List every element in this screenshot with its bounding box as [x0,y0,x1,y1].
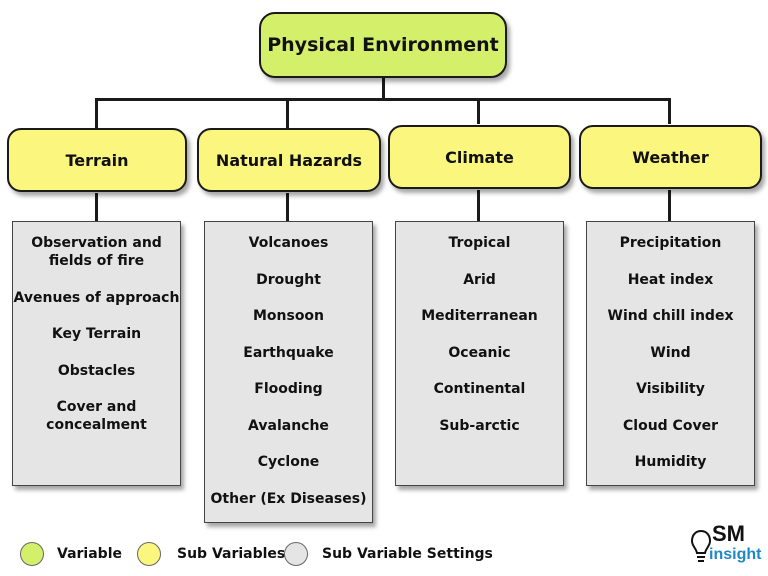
list-item: Humidity [634,454,707,470]
list-item: Volcanoes [248,235,329,251]
category-node-terrain: Terrain [7,128,187,192]
legend-label-sub-variable-settings: Sub Variable Settings [322,546,493,562]
connector-weather-up [668,98,671,124]
connector-climate-up [477,98,480,124]
root-node-label: Physical Environment [267,34,499,56]
category-label: Natural Hazards [215,150,363,170]
category-node-weather: Weather [579,125,762,189]
category-node-natural-hazards: Natural Hazards [197,128,381,192]
list-item: Avenues of approach [13,289,180,306]
logo-text-insight: insight [709,546,762,563]
list-item: Key Terrain [51,326,142,342]
list-item: Other (Ex Diseases) [210,490,367,507]
connector-hazards-down [286,193,289,221]
legend-label-variable: Variable [57,546,122,562]
list-item: Earthquake [243,344,334,361]
list-item: Drought [256,271,321,288]
root-node-physical-environment: Physical Environment [259,12,507,78]
connector-weather-down [668,190,671,221]
list-item: Cloud Cover [623,417,718,434]
list-item: Flooding [254,381,323,397]
list-item: Observation and fields of fire [31,235,162,269]
settings-box-natural-hazards: Volcanoes Drought Monsoon Earthquake Flo… [204,221,373,523]
connector-root-down [382,78,385,100]
connector-hazards-up [286,98,289,128]
list-item: Cyclone [257,454,320,470]
list-item: Tropical [448,235,511,251]
category-node-climate: Climate [388,125,571,189]
category-label: Weather [632,147,709,167]
sm-insight-logo: SM insight [690,520,762,572]
legend-swatch-sub-variables [137,542,161,566]
connector-horizontal [95,98,670,101]
lightbulb-icon [690,529,712,562]
settings-box-weather: Precipitation Heat index Wind chill inde… [586,221,755,486]
legend-swatch-variable [20,542,44,566]
list-item: Arid [463,271,496,288]
list-item: Precipitation [619,235,722,251]
list-item: Heat index [627,271,714,288]
list-item: Continental [433,381,526,397]
list-item: Obstacles [57,362,136,379]
connector-climate-down [477,190,480,221]
category-label: Climate [445,147,514,167]
category-label: Terrain [65,150,129,170]
logo-text-sm: SM [712,521,745,546]
connector-terrain-up [95,98,98,128]
list-item: Mediterranean [421,308,538,324]
list-item: Wind chill index [607,308,734,324]
connector-terrain-down [95,193,98,221]
legend-label-sub-variables: Sub Variables [177,546,286,562]
settings-box-climate: Tropical Arid Mediterranean Oceanic Cont… [395,221,564,486]
list-item: Monsoon [252,308,325,324]
list-item: Wind [650,344,691,361]
list-item: Avalanche [248,417,329,434]
list-item: Oceanic [448,344,511,361]
settings-box-terrain: Observation and fields of fire Avenues o… [12,221,181,486]
list-item: Cover and concealment [46,399,147,433]
list-item: Visibility [636,381,705,397]
legend-swatch-sub-variable-settings [284,542,308,566]
list-item: Sub-arctic [439,417,520,434]
